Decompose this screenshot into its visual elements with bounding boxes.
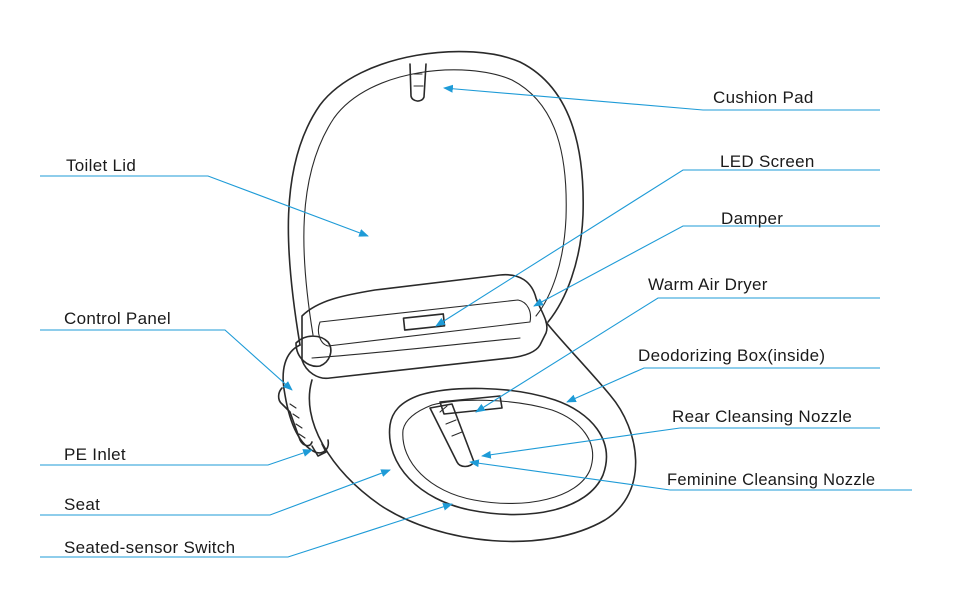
leader-feminine-nozzle (469, 459, 912, 491)
part-labels: Cushion Pad Toilet Lid LED Screen Damper… (64, 88, 875, 557)
label-feminine-nozzle: Feminine Cleansing Nozzle (667, 471, 875, 489)
back-housing-top (301, 273, 548, 380)
label-led-screen: LED Screen (720, 152, 815, 171)
lid-outer-outline (287, 50, 584, 346)
leader-toilet-lid (40, 175, 369, 237)
label-pe-inlet: PE Inlet (64, 445, 126, 464)
seat-opening-inner (402, 399, 594, 505)
leader-deodorizing-box (566, 367, 880, 403)
leader-pe-inlet (40, 449, 313, 466)
leader-cushion-pad (443, 84, 880, 111)
side-hinge (295, 335, 332, 368)
leader-warm-air-dryer (475, 297, 880, 413)
lid-inner-outline (303, 69, 567, 336)
control-panel-keys (289, 403, 306, 439)
leader-seated-sensor (40, 502, 453, 558)
pe-inlet-shape (311, 443, 327, 457)
label-control-panel: Control Panel (64, 309, 171, 328)
leader-rear-nozzle (481, 427, 880, 459)
leader-lines (40, 84, 912, 558)
control-panel-buttons (277, 387, 313, 447)
warm-air-vent (439, 395, 503, 415)
label-warm-air-dryer: Warm Air Dryer (648, 275, 768, 294)
leader-seat (40, 469, 391, 516)
back-housing-inner (317, 299, 532, 347)
led-screen-shape (402, 313, 446, 331)
cushion-pad-detail (413, 73, 424, 87)
seat-outer-outline (308, 321, 637, 543)
side-control-body (282, 344, 330, 454)
toilet-seat-illustration (277, 50, 637, 543)
nozzle-arm-detail (439, 405, 463, 437)
leader-led-screen (435, 169, 880, 327)
leader-damper (533, 225, 880, 307)
label-cushion-pad: Cushion Pad (713, 88, 814, 107)
label-deodorizing-box: Deodorizing Box(inside) (638, 346, 825, 365)
label-seat: Seat (64, 495, 100, 514)
label-toilet-lid: Toilet Lid (66, 156, 136, 175)
leader-control-panel (40, 329, 293, 391)
housing-ridge (311, 337, 521, 359)
label-rear-nozzle: Rear Cleansing Nozzle (672, 407, 852, 426)
label-damper: Damper (721, 209, 783, 228)
label-seated-sensor: Seated-sensor Switch (64, 538, 235, 557)
seat-opening-outline (388, 387, 608, 516)
cushion-pad-shape (409, 63, 427, 102)
